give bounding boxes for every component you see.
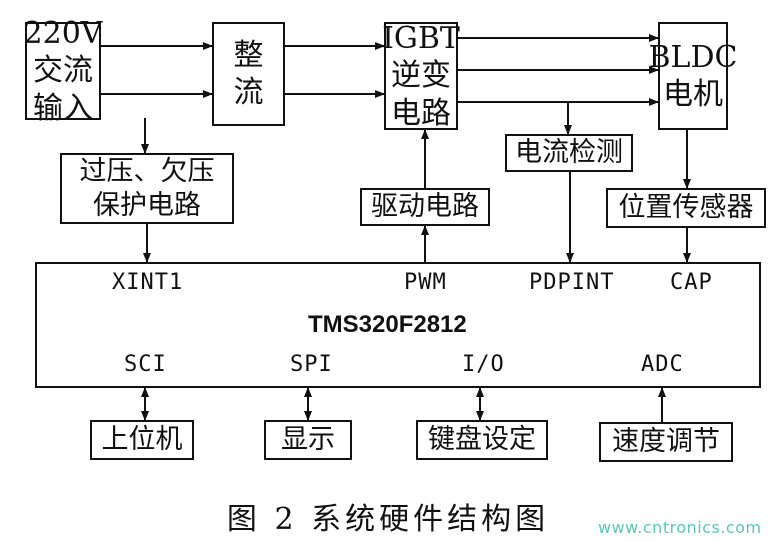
speed-adjust-block: 速度调节 bbox=[599, 422, 733, 462]
dsp-chip-block bbox=[35, 262, 761, 388]
drive-circuit-label: 驱动电路 bbox=[371, 191, 479, 223]
keyboard-label: 键盘设定 bbox=[428, 424, 536, 456]
protection-block: 过压、欠压 保护电路 bbox=[60, 153, 234, 224]
pin-spi: SPI bbox=[290, 352, 333, 377]
position-sensor-label: 位置传感器 bbox=[618, 192, 754, 224]
ac-input-line-1: 220V bbox=[23, 15, 103, 51]
igbt-line-1: IGBT bbox=[382, 20, 460, 56]
watermark-text: www.cntronics.com bbox=[598, 518, 762, 537]
pin-xint1: XINT1 bbox=[112, 270, 184, 295]
display-label: 显示 bbox=[281, 424, 335, 456]
ac-input-line-3: 输入 bbox=[33, 90, 93, 126]
ac-input-block: 220V 交流 输入 bbox=[24, 16, 103, 126]
pin-cap: CAP bbox=[670, 270, 713, 295]
igbt-line-2: 逆变 bbox=[391, 58, 451, 94]
figure-caption: 图 2 系统硬件结构图 bbox=[226, 502, 550, 537]
pin-sci: SCI bbox=[124, 352, 167, 377]
current-sense-block: 电流检测 bbox=[505, 134, 633, 172]
protection-line-2: 保护电路 bbox=[93, 189, 201, 221]
display-block: 显示 bbox=[264, 420, 352, 460]
drive-circuit-block: 驱动电路 bbox=[360, 188, 490, 226]
pin-pwm: PWM bbox=[404, 270, 447, 295]
host-pc-block: 上位机 bbox=[90, 420, 194, 460]
dsp-chip-label: TMS320F2812 bbox=[308, 311, 467, 338]
ac-input-line-2: 交流 bbox=[33, 53, 93, 89]
pin-io: I/O bbox=[462, 352, 505, 377]
position-sensor-block: 位置传感器 bbox=[606, 188, 766, 228]
keyboard-block: 键盘设定 bbox=[416, 420, 548, 460]
rectifier-line-1: 整 bbox=[233, 37, 264, 73]
pin-adc: ADC bbox=[641, 352, 684, 377]
current-sense-label: 电流检测 bbox=[515, 137, 623, 169]
host-pc-label: 上位机 bbox=[101, 424, 183, 456]
protection-line-1: 过压、欠压 bbox=[79, 155, 215, 187]
rectifier-line-2: 流 bbox=[233, 75, 264, 110]
bldc-motor-block: BLDC 电机 bbox=[649, 22, 738, 130]
speed-adjust-label: 速度调节 bbox=[612, 426, 720, 458]
pin-pdpint: PDPINT bbox=[529, 270, 615, 295]
motor-line-1: BLDC bbox=[648, 39, 738, 75]
igbt-inverter-block: IGBT 逆变 电路 bbox=[382, 20, 460, 131]
igbt-line-3: 电路 bbox=[391, 95, 451, 131]
motor-line-2: 电机 bbox=[663, 77, 723, 112]
rectifier-block: 整 流 bbox=[212, 22, 285, 126]
